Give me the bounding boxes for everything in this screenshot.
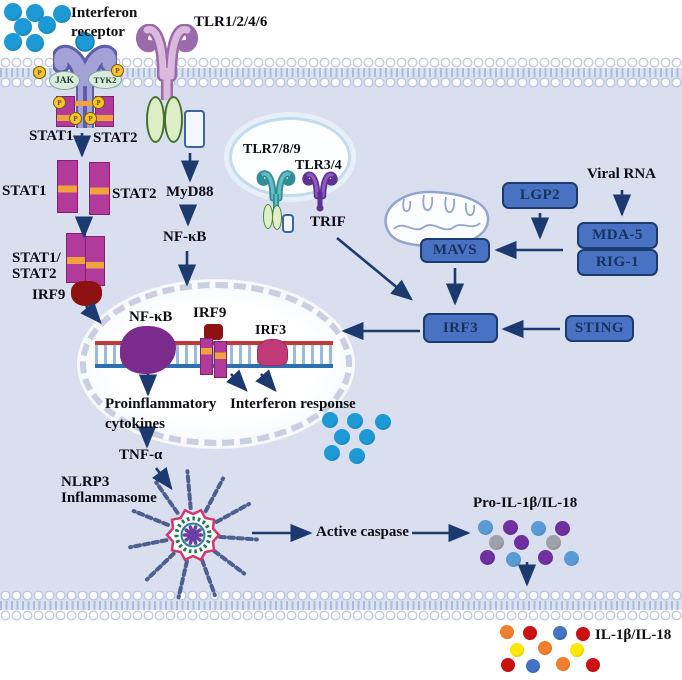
rig1-box: RIG-1 xyxy=(577,249,658,276)
p-label: P xyxy=(88,114,93,123)
sting-label: STING xyxy=(574,320,625,336)
tlr34-receptor-icon xyxy=(302,171,338,212)
viral-rna-label: Viral RNA xyxy=(587,166,657,182)
phospho-badge: P xyxy=(111,64,124,77)
mda5-box: MDA-5 xyxy=(577,222,658,249)
myd88-label: MyD88 xyxy=(166,184,214,200)
p-label: P xyxy=(115,66,120,75)
arrow-trif-to-irf3 xyxy=(336,236,414,301)
lipid-heads-row xyxy=(0,57,682,68)
phospho-badge: P xyxy=(33,66,46,79)
adapter-rect xyxy=(184,110,205,148)
irf3-nucleus-label: IRF3 xyxy=(255,323,287,338)
nfkb-pathway-label: NF-κB xyxy=(163,229,207,245)
lgp2-box: LGP2 xyxy=(502,182,578,209)
stat1-slash-label: STAT1/ xyxy=(12,250,61,266)
mda5-label: MDA-5 xyxy=(592,227,643,243)
adapter-rect xyxy=(282,214,294,233)
irf9-nucleus-label: IRF9 xyxy=(193,305,227,321)
p-label: P xyxy=(37,68,42,77)
inflammasome-label: Inflammasome xyxy=(61,490,157,506)
stat-linker xyxy=(60,101,100,106)
p-label: P xyxy=(73,114,78,123)
irf3-protein-nucleus xyxy=(257,339,288,366)
stat-complex-nucleus xyxy=(214,341,227,378)
tnf-alpha-label: TNF-α xyxy=(119,447,163,463)
stat2-complex-label: STAT2 xyxy=(12,266,57,282)
plasma-membrane-bottom xyxy=(0,590,682,621)
irf3-label: IRF3 xyxy=(442,319,479,336)
arrow-complex-to-nucleus xyxy=(80,301,102,324)
tlr1246-receptor-icon xyxy=(136,24,198,100)
mitochondria-icon xyxy=(384,190,490,248)
nlrp3-inflammasome-icon xyxy=(128,469,259,600)
arrow-irf9-output xyxy=(226,369,248,392)
stat1-free xyxy=(57,160,78,213)
phospho-badge: P xyxy=(69,112,82,125)
plasma-membrane-top xyxy=(0,57,682,88)
phospho-badge: P xyxy=(84,112,97,125)
irf3-box: IRF3 xyxy=(423,313,498,343)
tlr789-label: TLR7/8/9 xyxy=(243,142,301,157)
tyk2-label: TYK2 xyxy=(93,74,117,85)
stat2-label-mid: STAT2 xyxy=(112,186,157,202)
rig1-label: RIG-1 xyxy=(595,254,640,270)
arrow-irf3-output xyxy=(255,369,277,392)
interferon-receptor-label-2: receptor xyxy=(71,24,125,40)
arrow-tnf-inflammasome xyxy=(152,466,173,491)
irf9-protein-nucleus xyxy=(204,324,223,340)
stat2-label-top: STAT2 xyxy=(93,130,138,146)
stat-complex-nucleus xyxy=(200,338,213,375)
adapter-oval xyxy=(272,205,282,230)
tlr1246-label: TLR1/2/4/6 xyxy=(194,14,268,30)
nlrp3-label: NLRP3 xyxy=(61,474,110,490)
lipid-tails-row xyxy=(0,68,682,77)
nfkb-protein xyxy=(120,326,176,374)
interferon-receptor-label-1: Interferon xyxy=(71,5,138,21)
mavs-label: MAVS xyxy=(432,242,478,258)
jak-label: JAK xyxy=(55,75,74,86)
lipid-heads-row xyxy=(0,610,682,621)
lipid-heads-row xyxy=(0,590,682,601)
trif-label: TRIF xyxy=(310,214,346,230)
proinflammatory-label: Proinflammatory xyxy=(105,396,217,412)
lipid-heads-row xyxy=(0,77,682,88)
phospho-badge: P xyxy=(92,96,105,109)
stat1-label-top: STAT1 xyxy=(29,128,74,144)
pro-il-label: Pro-IL-1β/IL-18 xyxy=(473,495,578,511)
p-label: P xyxy=(96,98,101,107)
tirap-oval xyxy=(164,96,183,143)
irf9-complex-label: IRF9 xyxy=(32,287,66,303)
cytokines-label: cytokines xyxy=(105,416,165,432)
stat2-free xyxy=(89,162,110,215)
tlr34-label: TLR3/4 xyxy=(295,158,342,173)
il-label: IL-1β/IL-18 xyxy=(595,627,672,643)
lgp2-label: LGP2 xyxy=(519,187,561,203)
lipid-tails-row xyxy=(0,601,682,610)
active-caspase-label: Active caspase xyxy=(316,524,409,540)
p-label: P xyxy=(57,98,62,107)
nfkb-nucleus-label: NF-κB xyxy=(129,309,173,325)
sting-box: STING xyxy=(565,315,634,342)
stat1-label-mid: STAT1 xyxy=(2,183,47,199)
phospho-badge: P xyxy=(53,96,66,109)
jak-kinase: JAK xyxy=(49,71,80,90)
interferon-response-label: Interferon response xyxy=(230,396,356,412)
mavs-box: MAVS xyxy=(420,238,490,263)
